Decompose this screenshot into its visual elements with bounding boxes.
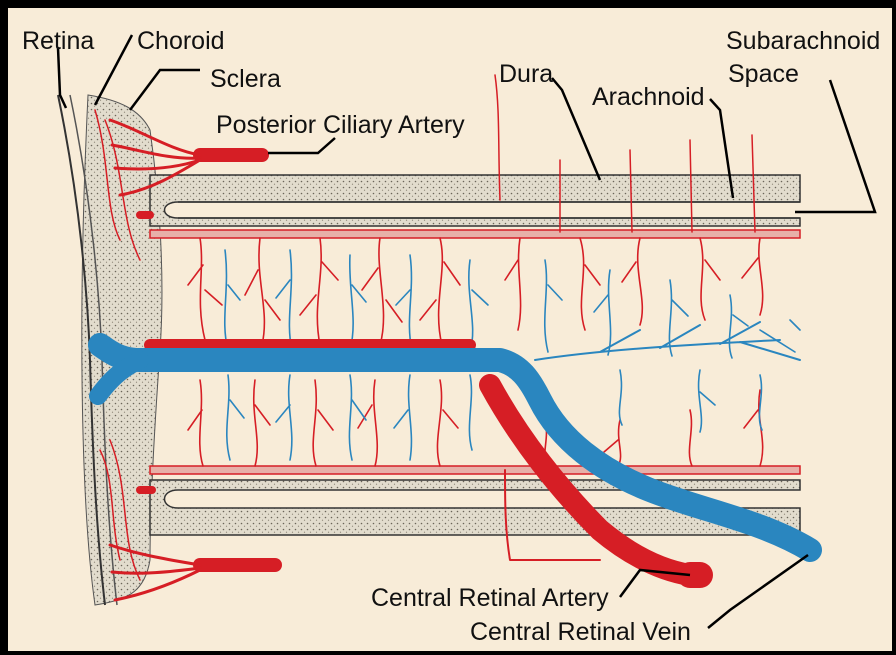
pia-band-upper: [150, 230, 800, 238]
label-space: Space: [728, 60, 799, 88]
label-subarachnoid: Subarachnoid: [726, 27, 880, 55]
diagram-frame: Retina Choroid Sclera Posterior Ciliary …: [8, 8, 892, 651]
label-sclera: Sclera: [210, 65, 281, 93]
arachnoid-upper: [178, 202, 800, 218]
optic-nerve-diagram: Retina Choroid Sclera Posterior Ciliary …: [8, 8, 892, 651]
central-retinal-artery: [150, 345, 700, 575]
label-arachnoid: Arachnoid: [592, 83, 705, 111]
label-retina: Retina: [22, 27, 94, 55]
label-choroid: Choroid: [137, 27, 225, 55]
label-dura: Dura: [499, 60, 553, 88]
pia-band-lower: [150, 466, 800, 474]
lower-arterial-branches: [188, 380, 763, 466]
label-central-retinal-artery: Central Retinal Artery: [371, 584, 609, 612]
label-central-retinal-vein: Central Retinal Vein: [470, 618, 691, 646]
upper-arterial-branches: [188, 238, 763, 345]
label-posterior-ciliary-artery: Posterior Ciliary Artery: [216, 111, 465, 139]
leader-lines: [58, 35, 875, 628]
